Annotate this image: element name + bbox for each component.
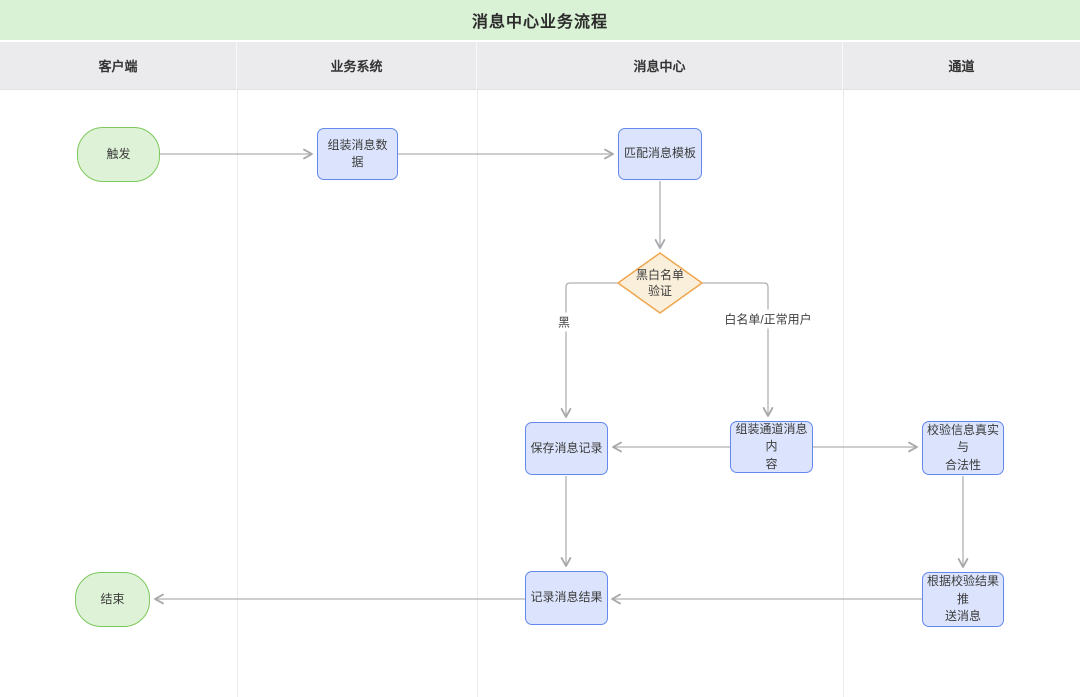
edge-decision-to-save: [560, 282, 619, 418]
node-label: 结束: [100, 591, 125, 606]
lane-header-business-system: 业务系统: [237, 42, 477, 90]
node-save-message-record: 保存消息记录: [525, 422, 608, 475]
node-label: 触发: [106, 146, 131, 161]
lane-divider: [237, 90, 238, 697]
node-label: 保存消息记录: [530, 440, 603, 455]
node-record-message-result: 记录消息结果: [525, 571, 608, 625]
lane-header-message-center: 消息中心: [477, 42, 843, 90]
node-verify-authenticity: 校验信息真实与 合法性: [922, 421, 1004, 475]
lane-header-channel: 通道: [843, 42, 1080, 90]
diagram-title: 消息中心业务流程: [471, 14, 608, 31]
decision-diamond-shape: [617, 252, 703, 314]
edge-decision-to-assemble-channel: [701, 282, 774, 417]
edge-label-blacklist: 黑: [554, 312, 574, 332]
swimlane-headers: 客户端 业务系统 消息中心 通道: [0, 42, 1080, 90]
node-end: 结束: [75, 572, 150, 627]
diagram-title-bar: 消息中心业务流程: [0, 0, 1080, 40]
node-label: 校验信息真实与 合法性: [927, 422, 1000, 472]
lane-label: 消息中心: [633, 59, 686, 74]
node-black-white-list-check: 黑白名单 验证: [615, 249, 705, 317]
node-label: 组装通道消息内 容: [735, 421, 808, 471]
lane-header-client: 客户端: [0, 42, 237, 90]
node-label: 根据校验结果推 送消息: [927, 574, 1000, 624]
node-trigger: 触发: [77, 127, 160, 182]
edge-label-whitelist: 白名单/正常用户: [721, 309, 815, 329]
lane-divider: [843, 90, 844, 697]
node-label: 组装消息数据: [327, 137, 388, 169]
node-match-message-template: 匹配消息模板: [618, 128, 702, 180]
node-label: 记录消息结果: [530, 590, 603, 605]
node-label: 匹配消息模板: [623, 146, 696, 161]
lane-label: 业务系统: [330, 59, 383, 74]
node-assemble-channel-message: 组装通道消息内 容: [730, 421, 813, 473]
node-push-message-by-result: 根据校验结果推 送消息: [922, 572, 1004, 627]
lane-divider: [477, 90, 478, 697]
node-label: 黑白名单 验证: [635, 267, 684, 298]
lane-label: 客户端: [98, 59, 138, 74]
lane-label: 通道: [948, 59, 975, 74]
node-assemble-message-data: 组装消息数据: [317, 128, 398, 180]
